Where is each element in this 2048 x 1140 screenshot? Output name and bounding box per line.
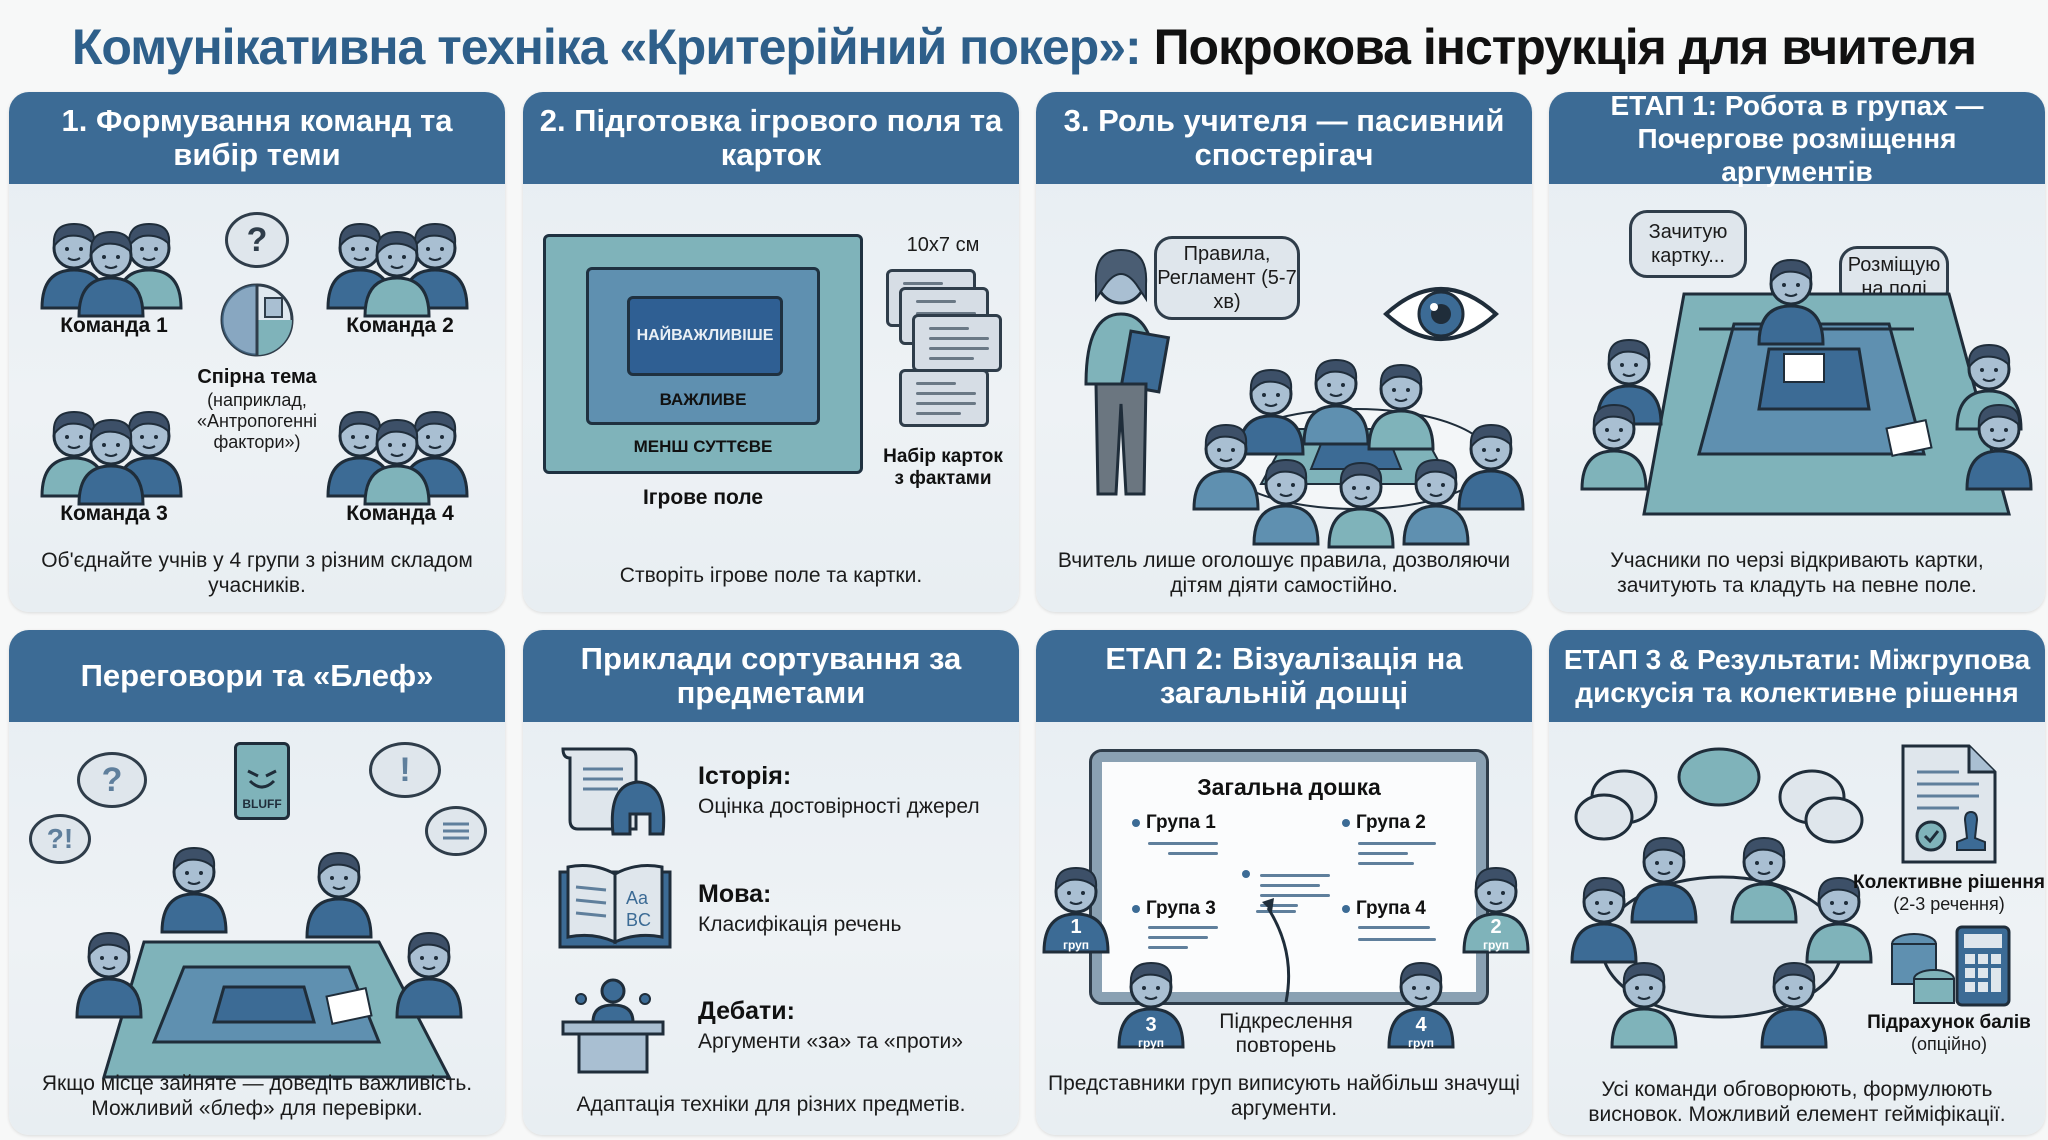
zone-important: НАЙВАЖЛИВІШЕ ВАЖЛИВЕ [586,267,820,425]
team-1-illustration [40,222,183,318]
team-1-label: Команда 1 [60,314,168,337]
team-3-illustration [40,410,183,506]
field-label: Ігрове поле [642,486,764,509]
subject-title: Дебати: [698,997,795,1025]
open-book-icon: Aa BC [558,864,672,949]
card-header: 2. Підготовка ігрового поля та карток [523,92,1019,184]
team-3-label: Команда 3 [60,502,168,525]
teacher-illustration [1084,248,1171,496]
card-header: ЕТАП 2: Візуалізація на загальній дошці [1036,630,1532,722]
book-glyph-bc: BC [626,910,651,930]
text-bubble-icon [425,806,487,856]
zone-less-important-label: МЕНШ СУТТЄВЕ [633,437,773,456]
globe-factory-icon [220,283,294,357]
team-4-illustration [326,410,469,506]
subject-debate: Дебати: Аргументи «за» та «проти» [698,997,963,1054]
card-caption: Створіть ігрове поле та картки. [619,564,923,587]
topic-title: Спірна тема [197,366,317,388]
bluff-card-icon: BLUFF [234,742,290,820]
card-teacher-role: 3. Роль учителя — пасивний спостерігач П… [1036,92,1532,612]
subject-desc: Класифікація речень [698,913,902,936]
card-header: 1. Формування команд та вибір теми [9,92,505,184]
zone-most-important: НАЙВАЖЛИВІШЕ [627,296,783,376]
students-table-illustration [1192,358,1525,549]
decision-desc: (2-3 речення) [1893,894,2005,914]
coins-calculator-icon [1891,925,2011,1007]
subject-desc: Оцінка достовірності джерел [698,795,980,818]
fact-card [899,369,989,427]
fact-card [912,314,1002,372]
card-header: Приклади сортування за предметами [523,630,1019,722]
title-part-1: Комунікативна техніка «Критерійний покер… [71,19,1142,75]
whiteboard-group-2: Група 2 [1342,812,1426,834]
card-negotiation-bluff: Переговори та «Блеф» ? ?! ! BLUFF Якщо м… [9,630,505,1135]
team-4-label: Команда 4 [346,502,454,525]
card-caption: Вчитель лише оголошує правила, дозволяюч… [1057,549,1511,597]
teacher-speech-bubble: Правила, Регламент (5-7 хв) [1154,236,1300,320]
card-subject-examples: Приклади сортування за предметами Історі… [523,630,1019,1135]
card-caption: Усі команди обговорюють, формулюють висн… [1588,1078,2006,1126]
subject-title: Мова: [698,880,772,908]
whiteboard-group-4: Група 4 [1342,898,1426,920]
title-part-2: Покрокова інструкція для вчителя [1153,19,1977,75]
subject-language: Мова: Класифікація речень [698,880,901,937]
subject-history: Історія: Оцінка достовірності джерел [698,762,980,819]
whiteboard-group-1: Група 1 [1132,812,1216,834]
interrobang-bubble-icon: ?! [29,814,91,864]
card-caption: Учасники по черзі відкривають картки, за… [1610,549,1984,597]
card-header: Переговори та «Блеф» [9,630,505,722]
cards-label: Набір карток з фактами [883,446,1003,489]
podium-icon [561,978,665,1074]
group-representatives-illustration [1042,866,1530,1049]
group-work-illustration [1580,258,2033,516]
card-header: ЕТАП 3 & Результати: Міжгрупова дискусія… [1549,630,2045,722]
card-caption: Об'єднайте учнів у 4 групи з різним скла… [41,549,473,597]
round-table-discussion-illustration [1570,747,1873,1049]
whiteboard-group-3: Група 3 [1132,898,1216,920]
decision-title: Колективне рішення [1853,872,2045,893]
annotation-repetitions: Підкреслення повторень [1219,1010,1353,1057]
question-bubble-icon: ? [77,752,147,808]
page-title: Комунікативна техніка «Критерійний покер… [0,12,2048,82]
team-2-illustration [326,222,469,318]
team-2-label: Команда 2 [346,314,454,337]
scroll-helmet-icon [561,747,666,836]
card-team-formation: 1. Формування команд та вибір теми Коман… [9,92,505,612]
eye-icon [1383,287,1499,341]
document-stamp-icon [1901,744,1997,864]
book-glyph-aa: Aa [626,888,649,908]
whiteboard: Загальна дошка Група 1 Група 2 Група 3 Г… [1089,749,1489,1005]
card-caption: Якщо місце зайняте — доведіть важливість… [41,1072,473,1120]
card-stage-3-results: ЕТАП 3 & Результати: Міжгрупова дискусія… [1549,630,2045,1135]
card-size-label: 10x7 см [906,234,980,256]
subject-title: Історія: [698,762,792,790]
question-bubble-icon: ? [225,212,289,268]
zone-important-label: ВАЖЛИВЕ [659,390,747,409]
card-stage-2: ЕТАП 2: Візуалізація на загальній дошці … [1036,630,1532,1135]
card-stage-1: ЕТАП 1: Робота в групах — Почергове розм… [1549,92,2045,612]
speech-bubble-read-card: Зачитую картку... [1629,210,1747,278]
topic-desc: (наприклад, «Антропогенні фактори») [196,390,318,452]
subject-desc: Аргументи «за» та «проти» [698,1030,963,1053]
card-header: 3. Роль учителя — пасивний спостерігач [1036,92,1532,184]
bullet-dot [1242,870,1250,878]
score-title: Підрахунок балів [1867,1012,2031,1033]
whiteboard-title: Загальна дошка [1197,774,1381,800]
negotiation-illustration [75,846,463,1079]
exclamation-bubble-icon: ! [369,742,441,798]
card-caption: Представники груп виписують найбільш зна… [1048,1072,1520,1120]
game-field: НАЙВАЖЛИВІШЕ ВАЖЛИВЕ МЕНШ СУТТЄВЕ [543,234,863,474]
card-field-preparation: 2. Підготовка ігрового поля та карток НА… [523,92,1019,612]
card-caption: Адаптація техніки для різних предметів. [576,1093,966,1116]
card-header: ЕТАП 1: Робота в групах — Почергове розм… [1549,92,2045,187]
score-desc: (опційно) [1910,1034,1988,1054]
